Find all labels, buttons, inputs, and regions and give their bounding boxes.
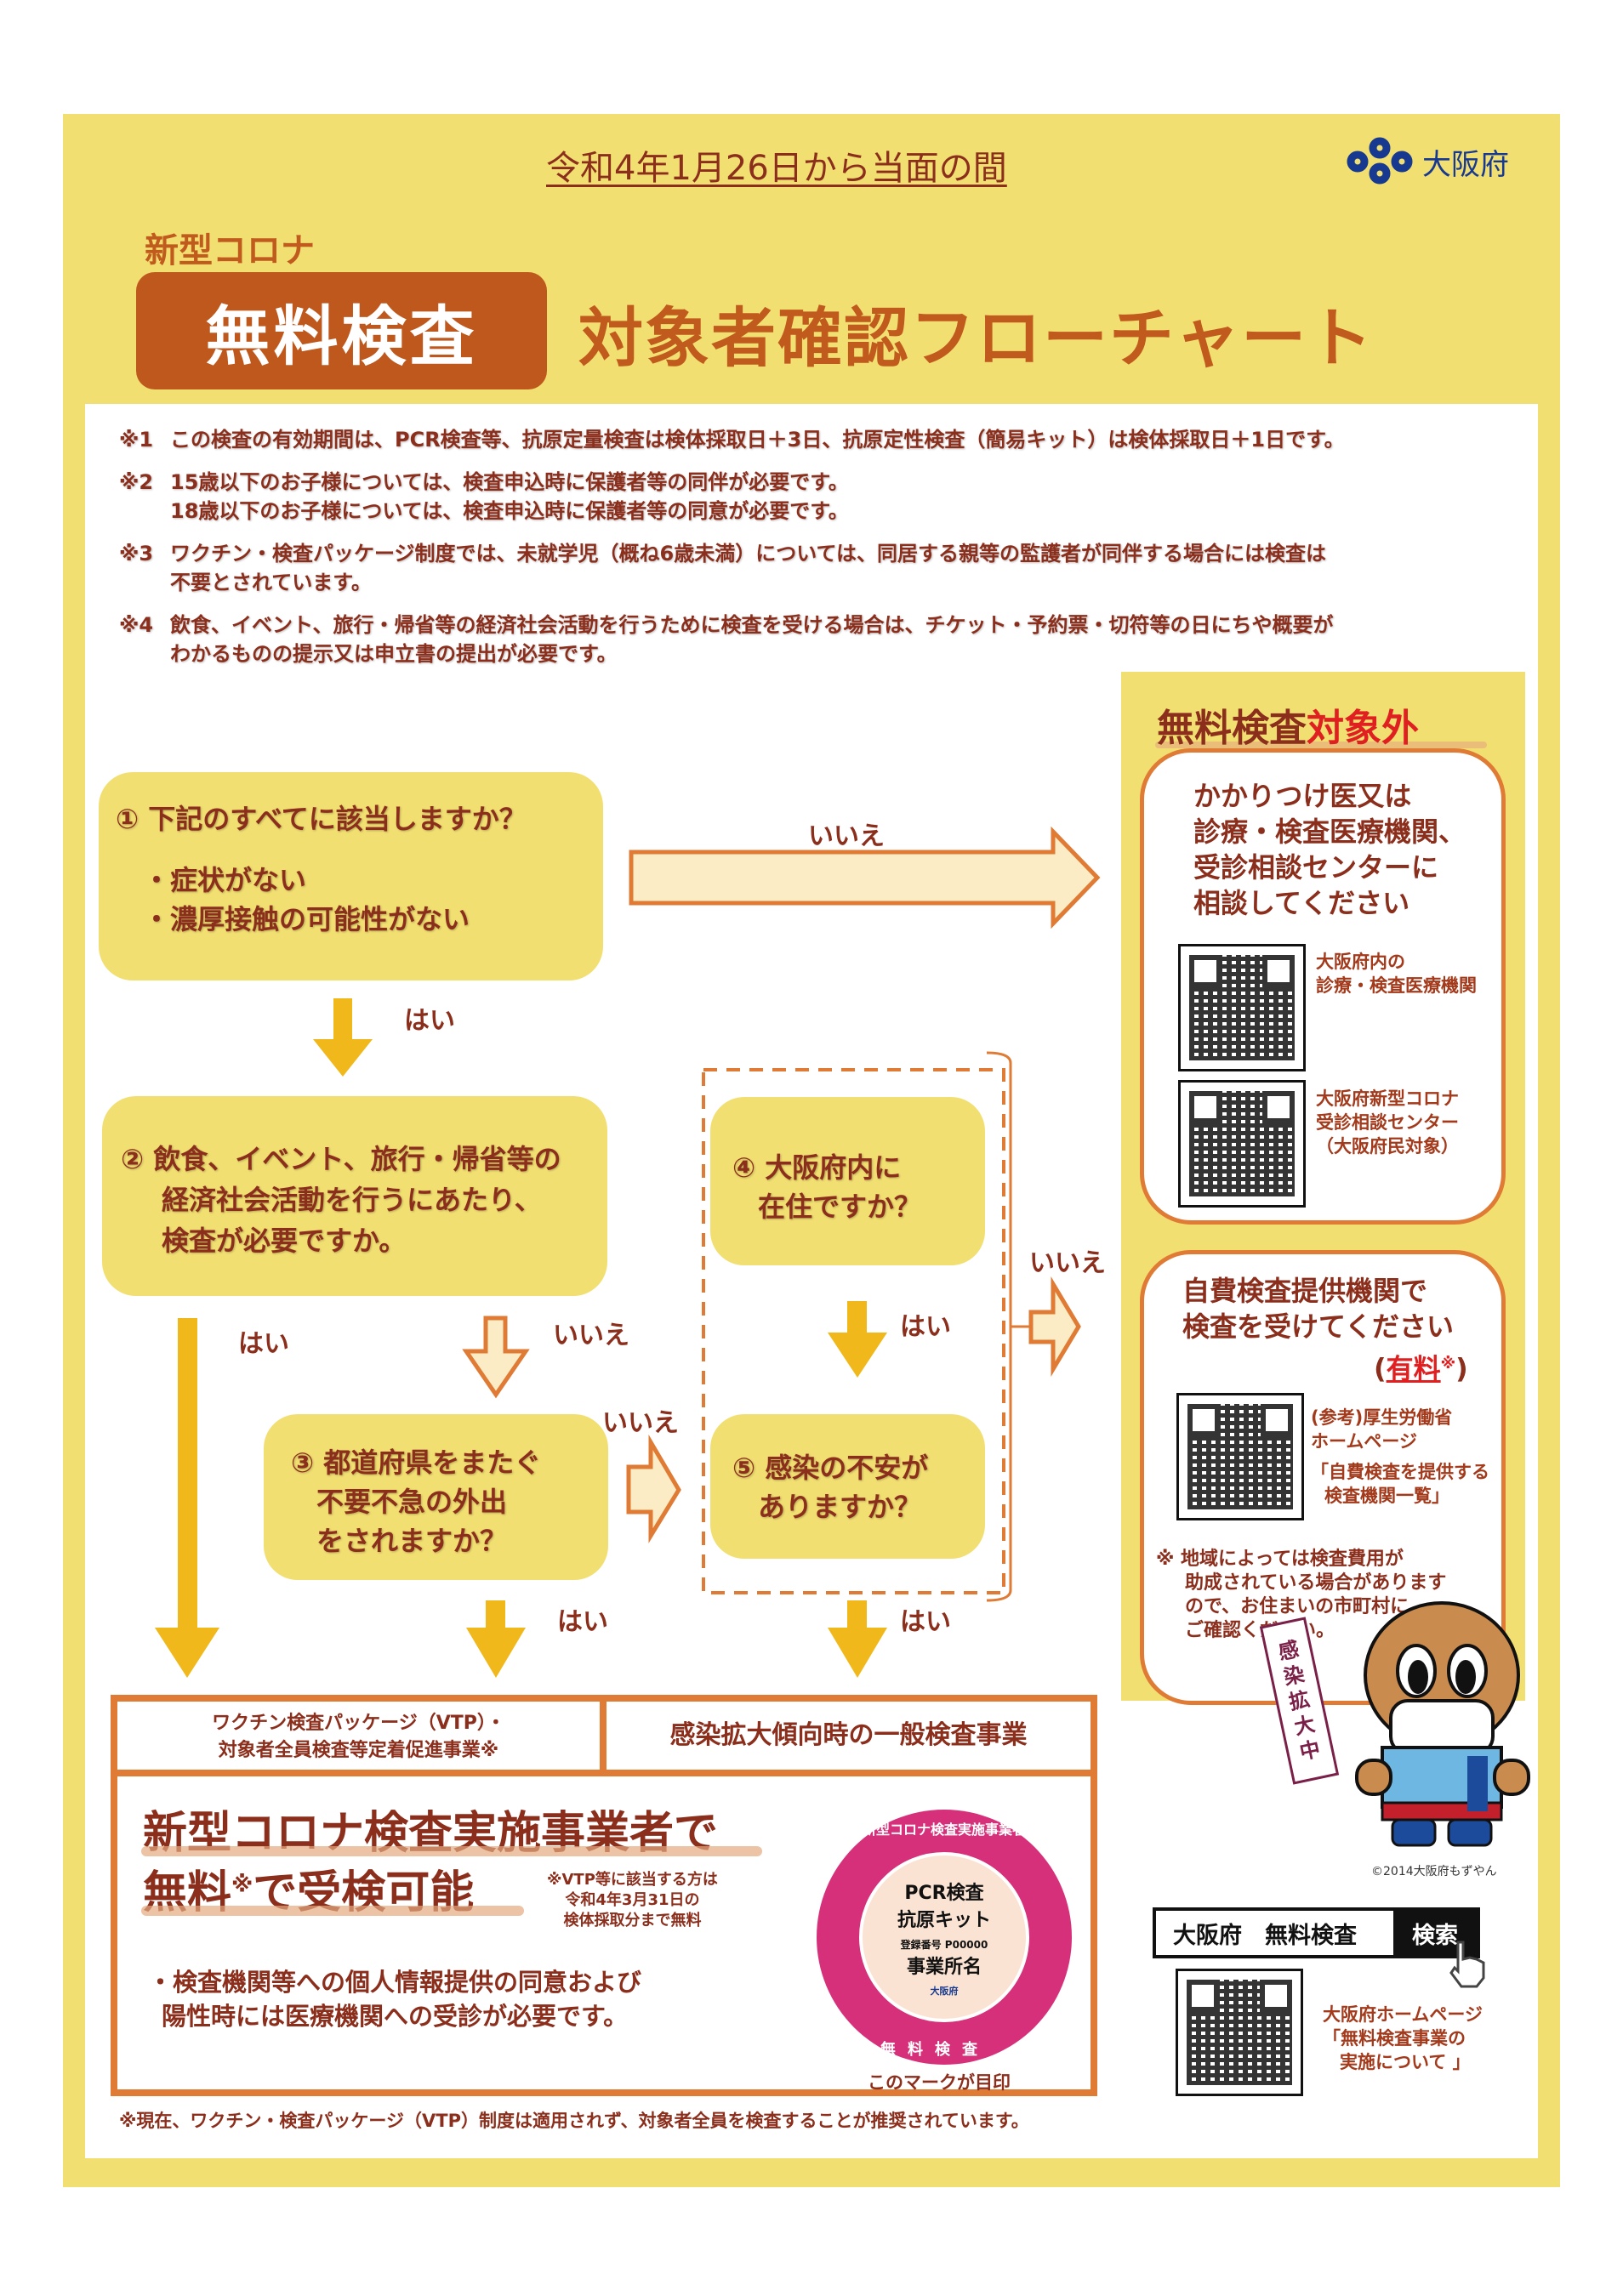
osaka-emblem-icon	[1347, 137, 1413, 185]
seal-ring-bottom: 無料検査	[880, 2041, 989, 2059]
seal-caption: このマークが目印	[868, 2072, 1011, 2093]
inspection-seal: PCR検査 抗原キット 登録番号 P00000 事業所名 大阪府	[817, 1810, 1072, 2065]
osaka-hp-label: 大阪府ホームページ 「無料検査事業の 実施について 」	[1323, 2004, 1483, 2072]
search-button[interactable]: 検索	[1393, 1911, 1477, 1955]
pointer-hand-icon	[1449, 1941, 1485, 1988]
paid-badge: (有料※)	[1374, 1352, 1468, 1385]
label-no-4: いいえ	[1029, 1248, 1106, 1278]
label-no-1: いいえ	[808, 821, 885, 851]
not-eligible-title: 無料検査対象外	[1157, 707, 1419, 750]
label-yes-3: はい	[557, 1607, 608, 1637]
mascot-copyright: ©2014大阪府もずやん	[1371, 1865, 1497, 1878]
qr-code-osaka-hp[interactable]	[1176, 1969, 1303, 2096]
question-1: ① 下記のすべてに該当しますか？ ・症状がない ・濃厚接触の可能性がない	[99, 772, 603, 980]
search-query[interactable]: 大阪府 無料検査	[1173, 1922, 1357, 1949]
consent-note: ・検査機関等への個人情報提供の同意および 陽性時には医療機関への受診が必要です。	[148, 1968, 642, 2031]
arrow-down-no-icon	[462, 1316, 530, 1399]
label-yes-4: はい	[900, 1312, 951, 1342]
qr-code-clinics[interactable]	[1178, 944, 1306, 1071]
question-5: ⑤ 感染の不安が ありますか？	[710, 1414, 985, 1559]
footnote: ※現在、ワクチン・検査パッケージ（VTP）制度は適用されず、対象者全員を検査する…	[119, 2111, 1029, 2131]
logo-text: 大阪府	[1422, 147, 1509, 182]
vtp-program-header: ワクチン検査パッケージ（VTP）・ 対象者全員検査等定着促進事業※	[117, 1702, 606, 1776]
label-no-3: いいえ	[602, 1408, 679, 1438]
vtp-note: ※VTP等に該当する方は 令和4年3月31日の 検体採取分まで無料	[547, 1871, 718, 1929]
label-no-2: いいえ	[553, 1321, 629, 1350]
headline-underline-2	[141, 1906, 524, 1916]
arrow-down-yes-icon	[313, 998, 373, 1077]
arrow-down-yes-icon-4	[828, 1600, 887, 1678]
question-4: ④ 大阪府内に 在住ですか？	[710, 1097, 985, 1265]
arrow-down-yes-icon-3	[828, 1301, 887, 1378]
seal-ring-top: 新型コロナ検査実施事業者	[862, 1821, 1026, 1838]
label-yes-1: はい	[404, 1006, 455, 1036]
title-badge: 無料検査	[136, 272, 547, 389]
search-box: 大阪府 無料検査 検索	[1153, 1907, 1480, 1958]
mascot-mozuyan-icon	[1355, 1601, 1530, 1847]
qr-code-consult-center[interactable]	[1178, 1080, 1306, 1208]
question-2: ② 飲食、イベント、旅行・帰省等の 経済社会活動を行うにあたり、 検査が必要です…	[102, 1096, 607, 1296]
osaka-logo: 大阪府	[1346, 136, 1509, 187]
consult-card: かかりつけ医又は 診療・検査医療機関、 受診相談センターに 相談してください 大…	[1140, 748, 1506, 1225]
general-program-header: 感染拡大傾向時の一般検査事業	[606, 1702, 1091, 1776]
arrow-down-yes-icon-2	[466, 1600, 526, 1678]
question-3: ③ 都道府県をまたぐ 不要不急の外出 をされますか？	[264, 1414, 608, 1580]
qr-code-mhlw[interactable]	[1176, 1393, 1304, 1520]
arrow-down-long-yes-icon	[155, 1318, 219, 1678]
arrow-right-no-icon-2	[626, 1434, 681, 1543]
subtitle: 新型コロナ	[145, 231, 315, 270]
headline-underline-1	[141, 1846, 762, 1856]
title-underline	[1155, 742, 1487, 748]
arrow-right-no-icon	[629, 826, 1101, 929]
label-yes-2: はい	[238, 1329, 289, 1359]
page-title: 対象者確認フローチャート	[578, 300, 1375, 376]
arrow-right-no-icon-3	[1028, 1276, 1081, 1378]
validity-period: 令和4年1月26日から当面の間	[546, 149, 1007, 188]
label-yes-5: はい	[900, 1607, 951, 1637]
